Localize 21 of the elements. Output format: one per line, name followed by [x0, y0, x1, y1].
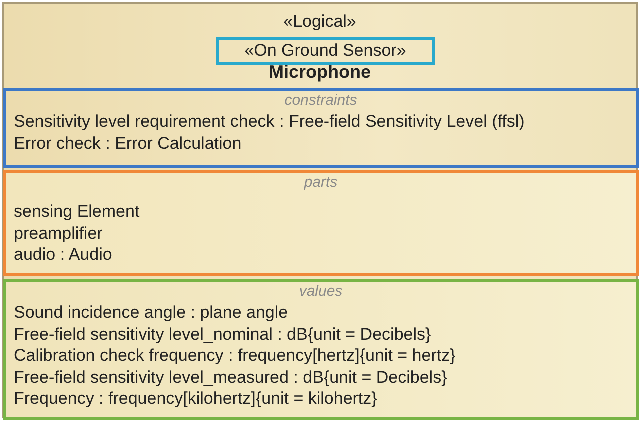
compartment-box — [3, 88, 639, 168]
compartment-box — [3, 279, 639, 420]
attribute-text: audio : Audio — [14, 244, 112, 266]
attribute-text: Free-field sensitivity level_nominal : dB{unit = Decibels} — [14, 324, 432, 345]
attribute-text: preamplifier — [14, 222, 103, 244]
attribute-text: Error check : Error Calculation — [14, 132, 242, 154]
block-name: Microphone — [269, 62, 371, 84]
stereotype-label: «On Ground Sensor» — [244, 40, 408, 62]
attribute-text: Sound incidence angle : plane angle — [14, 302, 288, 324]
compartment-heading: parts — [304, 173, 338, 193]
attribute-text: Free-field sensitivity level_measured : dB{unit = Decibels} — [14, 366, 448, 388]
stereotype-box — [216, 37, 435, 65]
compartment-heading: constraints — [284, 91, 358, 111]
stereotype-label: «Logical» — [284, 11, 356, 32]
block-box — [2, 2, 638, 418]
attribute-text: Calibration check frequency : frequency[hertz]{unit = hertz} — [14, 345, 456, 366]
compartment-box — [3, 170, 639, 276]
attribute-text: sensing Element — [14, 201, 140, 222]
attribute-text: Frequency : frequency[kilohertz]{unit = kilohertz} — [14, 388, 378, 410]
compartment-heading: values — [299, 282, 343, 302]
attribute-text: Sensitivity level requirement check : Free-field Sensitivity Level (ffsl) — [14, 111, 525, 132]
